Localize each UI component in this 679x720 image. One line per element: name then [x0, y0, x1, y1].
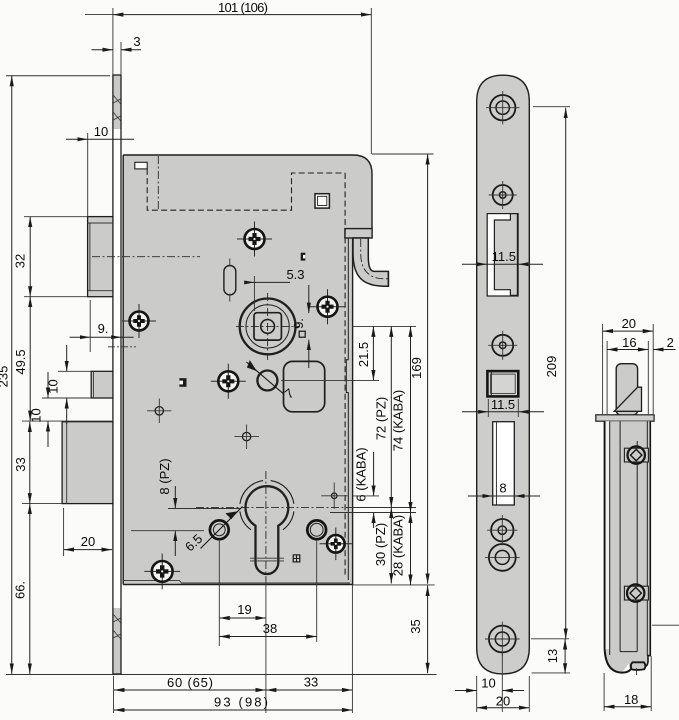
svg-text:10: 10 [94, 124, 108, 139]
svg-text:9.: 9. [98, 321, 109, 336]
svg-text:3: 3 [133, 34, 140, 49]
svg-text:235: 235 [0, 366, 11, 388]
svg-text:169: 169 [409, 357, 424, 379]
svg-text:8: 8 [499, 481, 506, 496]
svg-text:49.5: 49.5 [13, 349, 28, 374]
svg-text:30 (PZ): 30 (PZ) [373, 523, 388, 566]
svg-text:101 (106): 101 (106) [218, 0, 268, 15]
svg-text:72 (PZ): 72 (PZ) [373, 397, 388, 440]
svg-text:20: 20 [81, 534, 95, 549]
svg-text:93 (98): 93 (98) [214, 695, 268, 710]
svg-text:16: 16 [622, 335, 636, 350]
svg-text:9.: 9. [291, 318, 306, 329]
svg-text:10: 10 [46, 379, 61, 393]
svg-text:13: 13 [545, 649, 560, 663]
svg-text:2: 2 [667, 335, 674, 350]
svg-text:8 (PZ): 8 (PZ) [157, 458, 172, 494]
svg-text:209: 209 [544, 356, 559, 378]
svg-text:10: 10 [29, 408, 44, 422]
svg-text:21.5: 21.5 [356, 342, 371, 367]
svg-text:20: 20 [622, 316, 636, 331]
svg-text:11.5: 11.5 [491, 397, 515, 412]
svg-text:18: 18 [624, 692, 638, 707]
svg-text:32: 32 [13, 254, 28, 268]
svg-text:5.3: 5.3 [286, 267, 304, 282]
svg-text:11.5: 11.5 [492, 249, 516, 264]
svg-text:38: 38 [263, 621, 277, 636]
svg-text:28 (KABA): 28 (KABA) [390, 515, 405, 576]
svg-text:66.: 66. [13, 581, 28, 599]
svg-text:19: 19 [237, 602, 251, 617]
svg-text:33: 33 [13, 457, 28, 471]
svg-text:33: 33 [304, 675, 318, 690]
svg-text:10: 10 [481, 676, 495, 691]
svg-text:60 (65): 60 (65) [167, 675, 213, 690]
svg-text:35: 35 [408, 619, 423, 633]
svg-text:74 (KABA): 74 (KABA) [390, 390, 405, 451]
svg-text:6 (KABA): 6 (KABA) [354, 447, 369, 501]
svg-text:20: 20 [496, 694, 510, 709]
